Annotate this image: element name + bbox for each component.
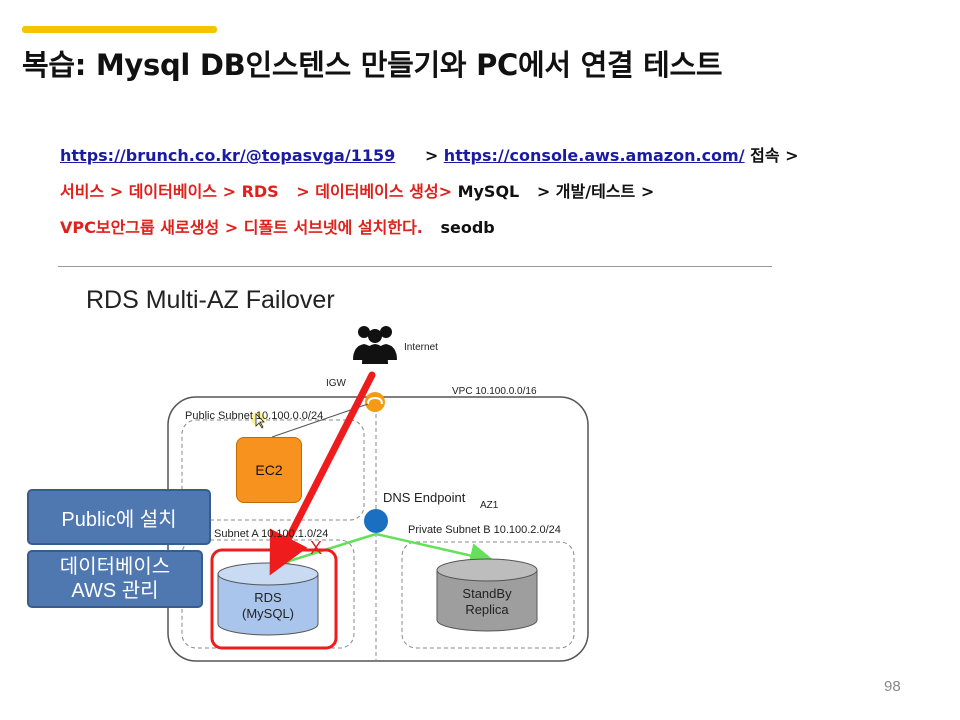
internet-label: Internet — [404, 342, 438, 353]
public-install-callout: Public에 설치 — [27, 489, 211, 545]
dns-endpoint-label: DNS Endpoint — [383, 490, 466, 505]
steps-mysql: MySQL — [457, 182, 520, 201]
steps-line-1: https://brunch.co.kr/@topasvga/1159 > ht… — [60, 138, 799, 174]
diagram-title: RDS Multi-AZ Failover — [86, 286, 335, 314]
steps-text: https://brunch.co.kr/@topasvga/1159 > ht… — [60, 138, 799, 246]
rds-label-line-2: (MySQL) — [242, 606, 294, 621]
standby-db-icon — [436, 558, 538, 632]
steps-devtest: > 개발/테스트 > — [536, 182, 655, 201]
divider-line — [58, 266, 772, 267]
public-subnet-label: Public Subnet 10.100.0.0/24 — [185, 410, 324, 422]
steps-db-name: seodb — [440, 218, 495, 237]
ec2-instance: EC2 — [236, 437, 302, 503]
aws-console-link[interactable]: https://console.aws.amazon.com/ — [443, 146, 745, 165]
standby-label-line-1: StandBy — [462, 586, 512, 601]
users-icon — [353, 326, 397, 364]
steps-create-db: > 데이터베이스 생성> — [296, 182, 452, 201]
steps-line-2: 서비스 > 데이터베이스 > RDS > 데이터베이스 생성> MySQL > … — [60, 174, 799, 210]
standby-label-line-2: Replica — [465, 602, 509, 617]
subnet-a-label: Subnet A 10.100.1.0/24 — [214, 528, 329, 540]
steps-service-path: 서비스 > 데이터베이스 > RDS — [60, 182, 279, 201]
steps-connect: 접속 > — [750, 146, 799, 165]
page-number: 98 — [884, 678, 901, 695]
public-install-text: Public에 설치 — [61, 508, 177, 531]
db-callout-line-1: 데이터베이스 — [59, 556, 171, 578]
steps-line-3: VPC보안그룹 새로생성 > 디폴트 서브넷에 설치한다. seodb — [60, 210, 799, 246]
x-mark: X — [310, 538, 323, 558]
title-accent-bar — [22, 26, 217, 33]
cursor-icon — [251, 412, 265, 429]
steps-sep: > — [424, 146, 439, 165]
az-label: AZ1 — [480, 500, 499, 511]
green-arrow-standby — [375, 532, 495, 568]
slide-title: 복습: Mysql DB인스텐스 만들기와 PC에서 연결 테스트 — [22, 48, 723, 82]
steps-vpc-sg: VPC보안그룹 새로생성 > 디폴트 서브넷에 설치한다. — [60, 218, 423, 237]
dns-endpoint-icon — [364, 509, 388, 533]
subnet-b-box — [401, 541, 575, 649]
db-aws-managed-callout: 데이터베이스 AWS 관리 — [27, 550, 203, 608]
red-arrow — [269, 371, 376, 576]
standby-label: StandBy Replica — [437, 586, 537, 618]
public-subnet-box — [181, 419, 365, 521]
subnet-b-label: Private Subnet B 10.100.2.0/24 — [408, 524, 561, 536]
vpc-label: VPC 10.100.0.0/16 — [452, 386, 537, 397]
igw-label: IGW — [326, 378, 346, 389]
brunch-link[interactable]: https://brunch.co.kr/@topasvga/1159 — [60, 146, 396, 165]
igw-icon — [365, 392, 385, 412]
rds-label: RDS (MySQL) — [218, 590, 318, 622]
ec2-label: EC2 — [255, 462, 283, 478]
rds-label-line-1: RDS — [254, 590, 282, 605]
db-callout-line-2: AWS 관리 — [71, 580, 159, 602]
